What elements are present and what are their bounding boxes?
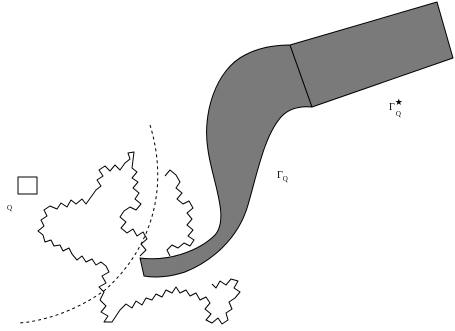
fractal-curve [37, 151, 148, 301]
label-q: Q [7, 204, 12, 212]
fractal-curve-bottom [119, 278, 241, 325]
label-gamma-q: ΓQ [277, 170, 288, 183]
square-q [17, 176, 38, 195]
fractal-curve-bottom-left [99, 299, 121, 323]
dashed-arc [17, 124, 159, 324]
rectangle-region [289, 1, 454, 108]
fractal-curve-right [164, 169, 195, 257]
tube-region [139, 44, 313, 278]
label-gamma-star-q: Γ★Q [389, 97, 403, 118]
